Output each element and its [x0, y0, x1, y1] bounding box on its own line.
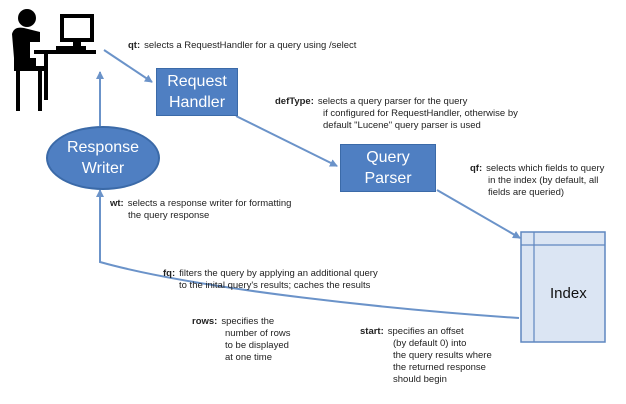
- rows-key: rows:: [192, 316, 218, 327]
- rows-line-4: at one time: [225, 352, 272, 363]
- user-at-computer-icon: [12, 9, 96, 111]
- deftype-key: defType:: [275, 96, 314, 107]
- start-line-3: the query results where: [393, 350, 492, 361]
- response-writer-node: Response Writer: [46, 126, 160, 190]
- qf-line-3: fields are queried): [488, 187, 565, 198]
- deftype-line-1: selects a query parser for the query: [317, 96, 468, 107]
- fq-line-2: to the inital query's results; caches th…: [179, 280, 371, 291]
- index-label: Index: [550, 285, 587, 302]
- request-handler-node: Request Handler: [156, 68, 238, 116]
- rows-line-2: number of rows: [225, 328, 291, 339]
- arrow-index-to-response-writer: [96, 189, 520, 319]
- fq-annotation: fq:filters the query by applying an addi…: [163, 268, 443, 292]
- start-line-4: the returned response: [393, 362, 486, 373]
- deftype-annotation: defType:selects a query parser for the q…: [275, 96, 565, 132]
- start-key: start:: [360, 326, 384, 337]
- qf-key: qf:: [470, 163, 483, 174]
- wt-line-1: selects a response writer for formatting: [127, 198, 292, 209]
- qf-annotation: qf:selects which fields to query in the …: [470, 163, 620, 199]
- arrow-user-to-request-handler: [103, 49, 153, 83]
- query-parser-label-line-2: Parser: [364, 170, 412, 187]
- rows-line-3: to be displayed: [225, 340, 289, 351]
- start-line-1: specifies an offset: [387, 326, 464, 337]
- fq-key: fq:: [163, 268, 176, 279]
- arrow-query-parser-to-index: [436, 189, 521, 239]
- arrow-request-handler-to-query-parser: [235, 115, 338, 167]
- qf-line-1: selects which fields to query: [486, 163, 605, 174]
- deftype-line-3: default "Lucene" query parser is used: [323, 120, 481, 131]
- query-parser-label-line-1: Query: [366, 149, 410, 166]
- rows-annotation: rows:specifies the number of rows to be …: [192, 316, 352, 364]
- request-handler-label-line-1: Request: [167, 73, 227, 90]
- query-parser-node: Query Parser: [340, 144, 436, 192]
- index-document-shape: [520, 231, 606, 343]
- qt-key: qt:: [128, 40, 141, 51]
- start-line-2: (by default 0) into: [393, 338, 467, 349]
- rows-line-1: specifies the: [221, 316, 275, 327]
- qt-annotation: qt:selects a RequestHandler for a query …: [128, 40, 428, 52]
- request-handler-label-line-2: Handler: [168, 94, 226, 111]
- wt-annotation: wt:selects a response writer for formatt…: [110, 198, 340, 222]
- deftype-line-2: if configured for RequestHandler, otherw…: [323, 108, 518, 119]
- response-writer-label-line-1: Response: [66, 139, 140, 156]
- qt-text: selects a RequestHandler for a query usi…: [144, 40, 357, 51]
- response-writer-label-line-2: Writer: [81, 160, 125, 177]
- wt-key: wt:: [110, 198, 124, 209]
- wt-line-2: the query response: [128, 210, 210, 221]
- start-line-5: should begin: [393, 374, 447, 385]
- fq-line-1: filters the query by applying an additio…: [179, 268, 378, 279]
- qf-line-2: in the index (by default, all: [488, 175, 599, 186]
- start-annotation: start:specifies an offset (by default 0)…: [360, 326, 520, 386]
